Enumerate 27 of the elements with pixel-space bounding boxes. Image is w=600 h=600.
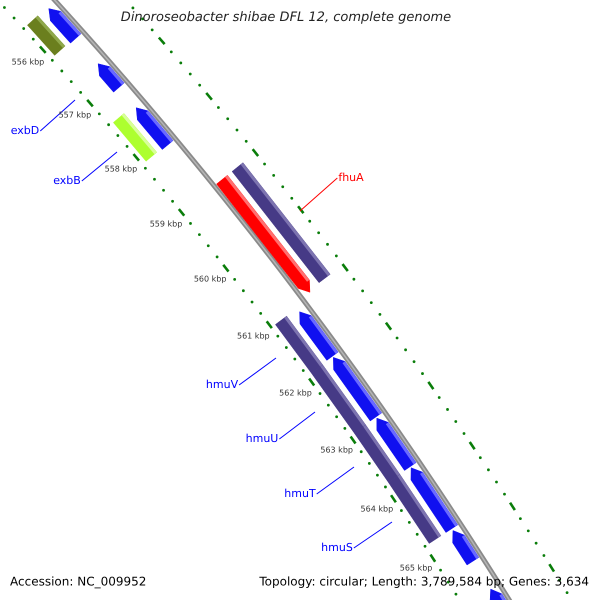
tick-label: 556 kbp	[12, 58, 44, 68]
gene-label: hmuU	[246, 432, 278, 446]
gene-label: hmuV	[206, 378, 238, 392]
gene-label: exbD	[10, 124, 40, 138]
gene-label: exbB	[53, 174, 81, 188]
leader-line	[300, 178, 338, 212]
tick-label: 565 kbp	[400, 564, 432, 574]
leader-line	[238, 358, 276, 386]
gene-label: hmuS	[321, 542, 353, 554]
leader-line	[316, 466, 354, 494]
leader-line	[40, 100, 76, 132]
gene-label: hmuT	[284, 488, 316, 500]
tick-label: 563 kbp	[320, 447, 353, 456]
leader-line	[278, 412, 316, 440]
leader-line	[81, 152, 118, 182]
accession-label: Accession: NC_009952	[10, 575, 146, 589]
title: Dinoroseobacter shibae DFL 12, complete genome	[120, 10, 452, 26]
tick-label: 564 kbp	[360, 506, 394, 514]
leader-line	[353, 522, 392, 548]
tick-label: 558 kbp	[104, 166, 138, 175]
tick-label: 560 kbp	[194, 276, 226, 285]
tick-label: 561 kbp	[237, 332, 270, 342]
genome-info-label: Topology: circular; Length: 3,789,584 bp; Genes: 3,634	[259, 575, 589, 589]
tick-label: 562 kbp	[279, 389, 312, 398]
gene-label: fhuA	[338, 172, 364, 184]
tick-label: 559 kbp	[150, 220, 182, 230]
tick-label: 557 kbp	[58, 112, 92, 121]
